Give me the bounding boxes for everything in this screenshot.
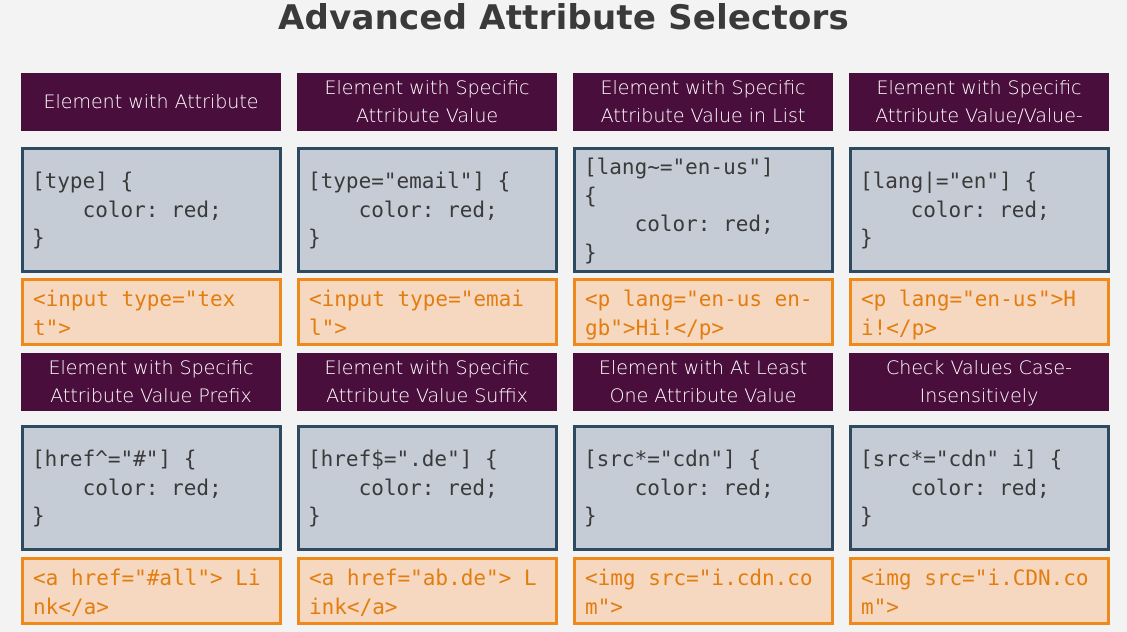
css-code-block: [lang~="en-us"] { color: red; } (573, 147, 834, 273)
html-example: <input type="email"> (297, 278, 558, 346)
css-code-block: [href^="#"] { color: red; } (21, 425, 282, 551)
css-code-block: [src*="cdn"] { color: red; } (573, 425, 834, 551)
page-title: Advanced Attribute Selectors (278, 0, 849, 38)
css-code-block: [href$=".de"] { color: red; } (297, 425, 558, 551)
card-header: Element with At Least One Attribute Valu… (573, 353, 833, 411)
html-example: <a href="#all"> Link</a> (21, 557, 282, 625)
card-header: Element with Specific Attribute Value in… (573, 73, 833, 131)
css-code: [lang~="en-us"] { color: red; } (584, 155, 774, 265)
card-header: Element with Specific Attribute Value Su… (297, 353, 557, 411)
css-code: [href$=".de"] { color: red; } (308, 447, 498, 529)
css-code: [href^="#"] { color: red; } (32, 447, 222, 529)
css-code-block: [type="email"] { color: red; } (297, 147, 558, 273)
html-example: <p lang="en-us en-gb">Hi!</p> (573, 278, 834, 346)
html-example: <a href="ab.de"> Link</a> (297, 557, 558, 625)
css-code: [src*="cdn"] { color: red; } (584, 447, 774, 529)
css-code-block: [src*="cdn" i] { color: red; } (849, 425, 1110, 551)
css-code-block: [lang|="en"] { color: red; } (849, 147, 1110, 273)
card-header: Element with Attribute (21, 73, 281, 131)
card-header: Element with Specific Attribute Value (297, 73, 557, 131)
html-example: <p lang="en-us">Hi!</p> (849, 278, 1110, 346)
css-code: [type] { color: red; } (32, 169, 222, 251)
card-header: Element with Specific Attribute Value Pr… (21, 353, 281, 411)
card-header: Check Values Case-Insensitively (849, 353, 1109, 411)
html-example: <img src="i.cdn.com"> (573, 557, 834, 625)
css-code: [type="email"] { color: red; } (308, 169, 511, 251)
css-code-block: [type] { color: red; } (21, 147, 282, 273)
css-code: [lang|="en"] { color: red; } (860, 169, 1050, 251)
css-code: [src*="cdn" i] { color: red; } (860, 447, 1063, 529)
html-example: <input type="text"> (21, 278, 282, 346)
card-header: Element with Specific Attribute Value/Va… (849, 73, 1109, 131)
html-example: <img src="i.CDN.com"> (849, 557, 1110, 625)
